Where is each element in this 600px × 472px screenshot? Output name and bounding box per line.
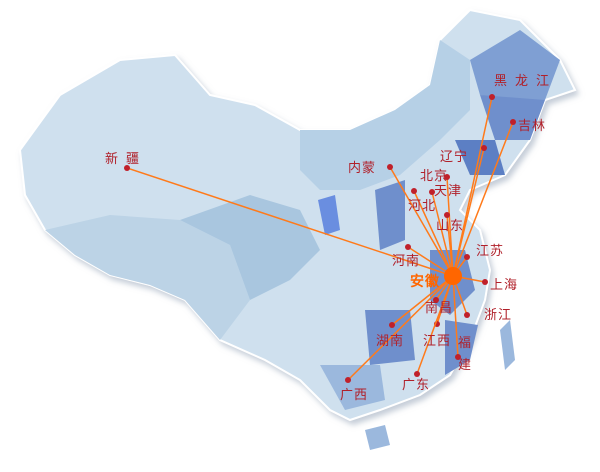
province-label[interactable]: 内蒙: [348, 161, 377, 176]
city-dot: [444, 174, 450, 180]
province-label[interactable]: 浙江: [484, 308, 513, 323]
route-line: [126, 167, 454, 277]
city-dot: [389, 322, 395, 328]
route-line: [452, 121, 514, 277]
province-label[interactable]: 南昌: [425, 301, 454, 316]
province-label[interactable]: 辽宁: [440, 150, 469, 165]
route-line: [446, 214, 454, 277]
region-shanxi: [375, 180, 405, 250]
route-line: [413, 190, 454, 277]
region-tibet: [45, 215, 250, 340]
region-heilongjiang: [470, 30, 560, 100]
route-line: [391, 275, 454, 326]
hainan: [365, 425, 390, 450]
route-line: [416, 275, 454, 375]
city-dot: [345, 377, 351, 383]
province-label[interactable]: 江苏: [476, 244, 505, 259]
city-dot: [489, 94, 495, 100]
route-line: [347, 275, 454, 381]
region-liaoning: [455, 140, 505, 175]
province-label[interactable]: 天津: [434, 184, 463, 199]
city-dot: [482, 279, 488, 285]
hub-anhui-marker: [444, 267, 462, 285]
city-dot: [414, 371, 420, 377]
hub-label[interactable]: 安徽: [410, 274, 440, 290]
region-ningxia: [318, 195, 340, 235]
route-line: [452, 147, 485, 277]
province-label[interactable]: 河南: [392, 254, 421, 269]
city-dot: [444, 212, 450, 218]
province-label[interactable]: 福建: [458, 336, 473, 373]
province-label[interactable]: 江西: [423, 334, 452, 349]
city-dot: [510, 119, 516, 125]
city-dot: [481, 145, 487, 151]
province-label[interactable]: 湖南: [376, 334, 405, 349]
city-dot: [429, 189, 435, 195]
region-fujian: [445, 320, 478, 375]
city-dot: [464, 312, 470, 318]
city-dot: [405, 244, 411, 250]
region-innermongolia: [300, 40, 470, 190]
province-label[interactable]: 吉林: [518, 119, 547, 134]
province-label[interactable]: 黑龙江: [494, 74, 558, 89]
route-line: [431, 191, 454, 277]
province-label[interactable]: 上海: [490, 278, 519, 293]
region-guangxi: [320, 365, 385, 410]
city-dot: [411, 188, 417, 194]
city-dot: [124, 165, 130, 171]
city-dot: [387, 164, 393, 170]
province-label[interactable]: 山东: [436, 219, 465, 234]
region-jilin: [480, 95, 545, 140]
region-qinghai: [180, 195, 320, 300]
province-label[interactable]: 广东: [402, 378, 431, 393]
city-dot: [433, 297, 439, 303]
taiwan: [500, 320, 515, 370]
city-dot: [464, 254, 470, 260]
province-label[interactable]: 河北: [408, 199, 437, 214]
province-label[interactable]: 北京: [420, 169, 449, 184]
province-label[interactable]: 广西: [340, 388, 369, 403]
city-dot: [455, 354, 461, 360]
route-line: [452, 275, 459, 358]
province-label[interactable]: 新疆: [105, 152, 148, 167]
route-line: [389, 166, 454, 277]
